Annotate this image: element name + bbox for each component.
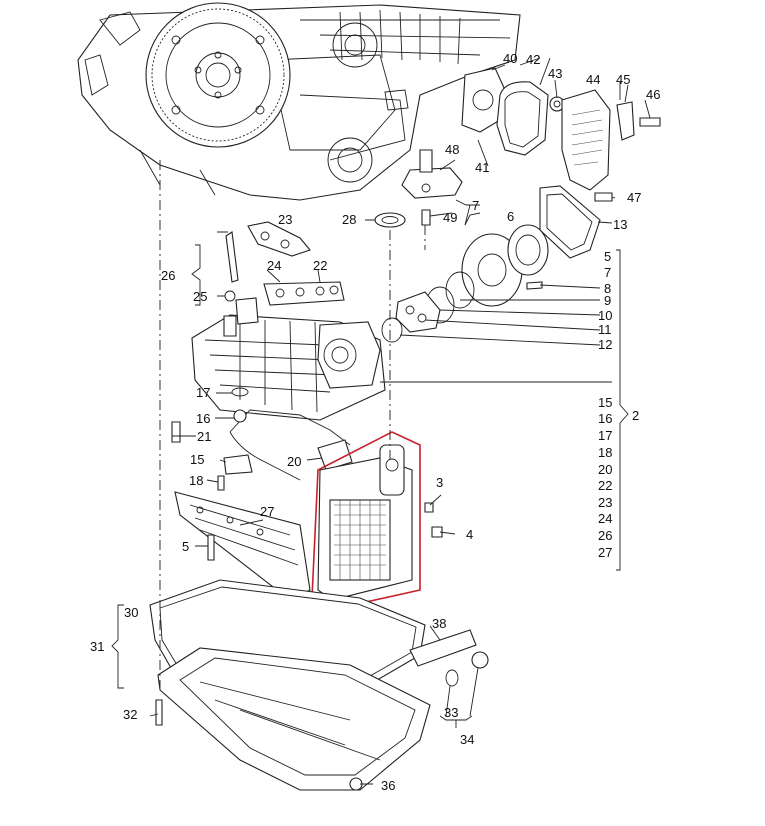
callout-20-right: 20	[598, 462, 612, 477]
gasket-42	[496, 81, 549, 156]
screw-8	[526, 281, 543, 290]
seal-17	[231, 387, 249, 397]
oil-pan	[149, 579, 489, 791]
callout-41: 41	[475, 160, 489, 175]
part-45	[616, 101, 635, 141]
callout-8: 8	[604, 281, 611, 296]
tube-26	[225, 231, 239, 283]
callout-27-right: 27	[598, 545, 612, 560]
callout-16: 16	[196, 411, 210, 426]
plug-34	[471, 651, 489, 669]
pump-11	[395, 291, 441, 333]
bracket-20	[317, 439, 353, 471]
callout-15: 15	[190, 452, 204, 467]
screw-3	[424, 502, 434, 513]
callout-42: 42	[526, 52, 540, 67]
bracket-48	[401, 167, 463, 199]
filter-unit	[311, 431, 443, 611]
seal-25	[224, 290, 236, 302]
bolt-21	[171, 421, 181, 443]
callout-38: 38	[432, 616, 446, 631]
callout-30: 30	[124, 605, 138, 620]
callout-49: 49	[443, 210, 457, 225]
callout-27: 27	[260, 504, 274, 519]
mount-and-seals	[374, 149, 463, 228]
callout-23-right: 23	[598, 495, 612, 510]
callout-12: 12	[598, 337, 612, 352]
callout-31: 31	[90, 639, 104, 654]
callout-45: 45	[616, 72, 630, 87]
callout-22-right: 22	[598, 478, 612, 493]
callout-32: 32	[123, 707, 137, 722]
callout-5: 5	[182, 539, 189, 554]
callout-18: 18	[189, 473, 203, 488]
callout-7-top: 7	[472, 198, 479, 213]
callout-46: 46	[646, 87, 660, 102]
callout-24-right: 24	[598, 511, 612, 526]
callout-7-right: 7	[604, 265, 611, 280]
callout-15-right: 15	[598, 395, 612, 410]
callout-3: 3	[436, 475, 443, 490]
callout-34: 34	[460, 732, 474, 747]
callout-20: 20	[287, 454, 301, 469]
callout-4: 4	[466, 527, 473, 542]
seal-33	[445, 669, 459, 687]
bolt-5	[207, 534, 215, 561]
center-lines	[159, 160, 426, 690]
o-ring-12	[381, 317, 403, 343]
callout-47: 47	[627, 190, 641, 205]
wiring-harness	[171, 387, 353, 491]
callout-25: 25	[193, 289, 207, 304]
valve-body	[191, 221, 386, 421]
callout-28: 28	[342, 212, 356, 227]
screw-4	[431, 526, 443, 538]
callout-21: 21	[197, 429, 211, 444]
seal-28	[374, 212, 406, 228]
o-ring-9	[445, 271, 475, 309]
callout-9: 9	[604, 293, 611, 308]
callout-23: 23	[278, 212, 292, 227]
callout-40: 40	[503, 51, 517, 66]
callout-16-right: 16	[598, 411, 612, 426]
bolt-32	[155, 699, 163, 726]
callout-43: 43	[548, 66, 562, 81]
callout-18-right: 18	[598, 445, 612, 460]
upper-right-components	[461, 67, 661, 259]
callout-6: 6	[507, 209, 514, 224]
transmission-housing	[77, 2, 521, 201]
callout-10: 10	[598, 308, 612, 323]
tube-38	[409, 629, 477, 667]
callout-26: 26	[161, 268, 175, 283]
callout-33: 33	[444, 705, 458, 720]
callout-17: 17	[196, 385, 210, 400]
callout-22: 22	[313, 258, 327, 273]
gasket-23	[247, 221, 311, 257]
callout-5-right: 5	[604, 249, 611, 264]
callout-26-right: 26	[598, 528, 612, 543]
sensor-15	[223, 454, 253, 475]
plug-16	[233, 409, 247, 423]
callout-13: 13	[613, 217, 627, 232]
cover-13	[539, 185, 601, 259]
bolt-18	[217, 475, 225, 491]
callout-11: 11	[598, 322, 612, 337]
callout-17-right: 17	[598, 428, 612, 443]
callout-36: 36	[381, 778, 395, 793]
cover-6	[507, 224, 549, 276]
bolt-47	[594, 192, 613, 202]
callout-48: 48	[445, 142, 459, 157]
bolt-46	[639, 117, 661, 127]
callout-44: 44	[586, 72, 600, 87]
callout-labels: 40 42 43 44 45 46 48 41 47 13 28 49 7 6 …	[90, 51, 660, 793]
pump-assembly	[381, 224, 549, 343]
callout-2: 2	[632, 408, 639, 423]
leader-lines	[111, 57, 651, 785]
bolt-49	[421, 209, 431, 226]
callout-24: 24	[267, 258, 281, 273]
